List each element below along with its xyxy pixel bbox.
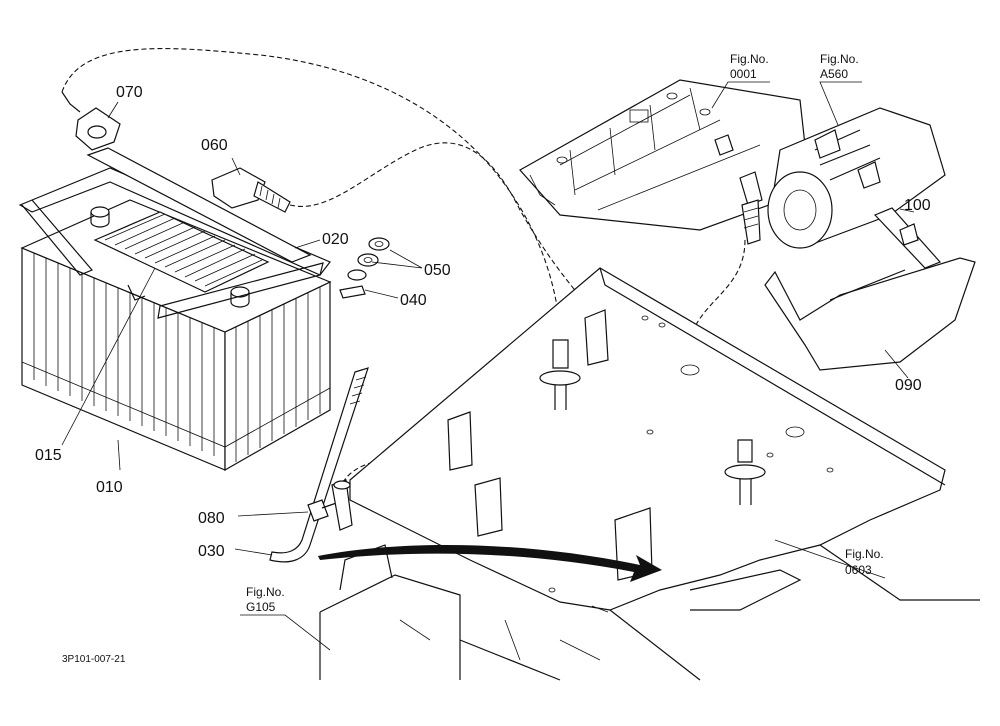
part-label-020: 020 bbox=[322, 231, 349, 248]
starter-motor bbox=[767, 107, 946, 249]
fig-ref-number: G105 bbox=[246, 600, 276, 614]
part-label-070: 070 bbox=[116, 84, 143, 101]
starter-cover bbox=[764, 207, 976, 371]
part-label-030: 030 bbox=[198, 543, 225, 560]
part-label-015: 015 bbox=[35, 447, 62, 464]
terminal-clamp bbox=[61, 91, 121, 151]
part-label-040: 040 bbox=[400, 292, 427, 309]
frame-arrow bbox=[318, 544, 662, 582]
fig-ref-0001: Fig.No. 0001 bbox=[730, 52, 769, 81]
fig-ref-prefix: Fig.No. bbox=[246, 585, 285, 599]
ground-bolt bbox=[307, 479, 353, 531]
fig-ref-0603: Fig.No. 0603 bbox=[845, 547, 884, 577]
lower-frame bbox=[319, 544, 980, 681]
nuts-and-washer bbox=[339, 237, 390, 299]
part-label-100: 100 bbox=[904, 197, 931, 214]
battery-illustration bbox=[20, 199, 332, 472]
part-label-050: 050 bbox=[424, 262, 451, 279]
drawing-code: 3P101-007-21 bbox=[62, 654, 126, 665]
hold-down-frame bbox=[18, 147, 331, 319]
terminal-cap bbox=[211, 167, 291, 213]
fig-ref-number: 0001 bbox=[730, 67, 757, 81]
fig-ref-G105: Fig.No. G105 bbox=[246, 585, 285, 614]
fig-ref-A560: Fig.No. A560 bbox=[820, 52, 859, 81]
fig-ref-number: 0603 bbox=[845, 563, 872, 577]
sensor-connector bbox=[714, 134, 763, 245]
part-label-080: 080 bbox=[198, 510, 225, 527]
part-label-010: 010 bbox=[96, 479, 123, 496]
leader-lines bbox=[61, 81, 915, 651]
fig-ref-prefix: Fig.No. bbox=[820, 52, 859, 66]
part-label-060: 060 bbox=[201, 137, 228, 154]
fig-ref-number: A560 bbox=[820, 67, 848, 81]
part-label-090: 090 bbox=[895, 377, 922, 394]
fig-ref-prefix: Fig.No. bbox=[845, 547, 884, 561]
fig-ref-prefix: Fig.No. bbox=[730, 52, 769, 66]
engine-block bbox=[519, 79, 811, 231]
